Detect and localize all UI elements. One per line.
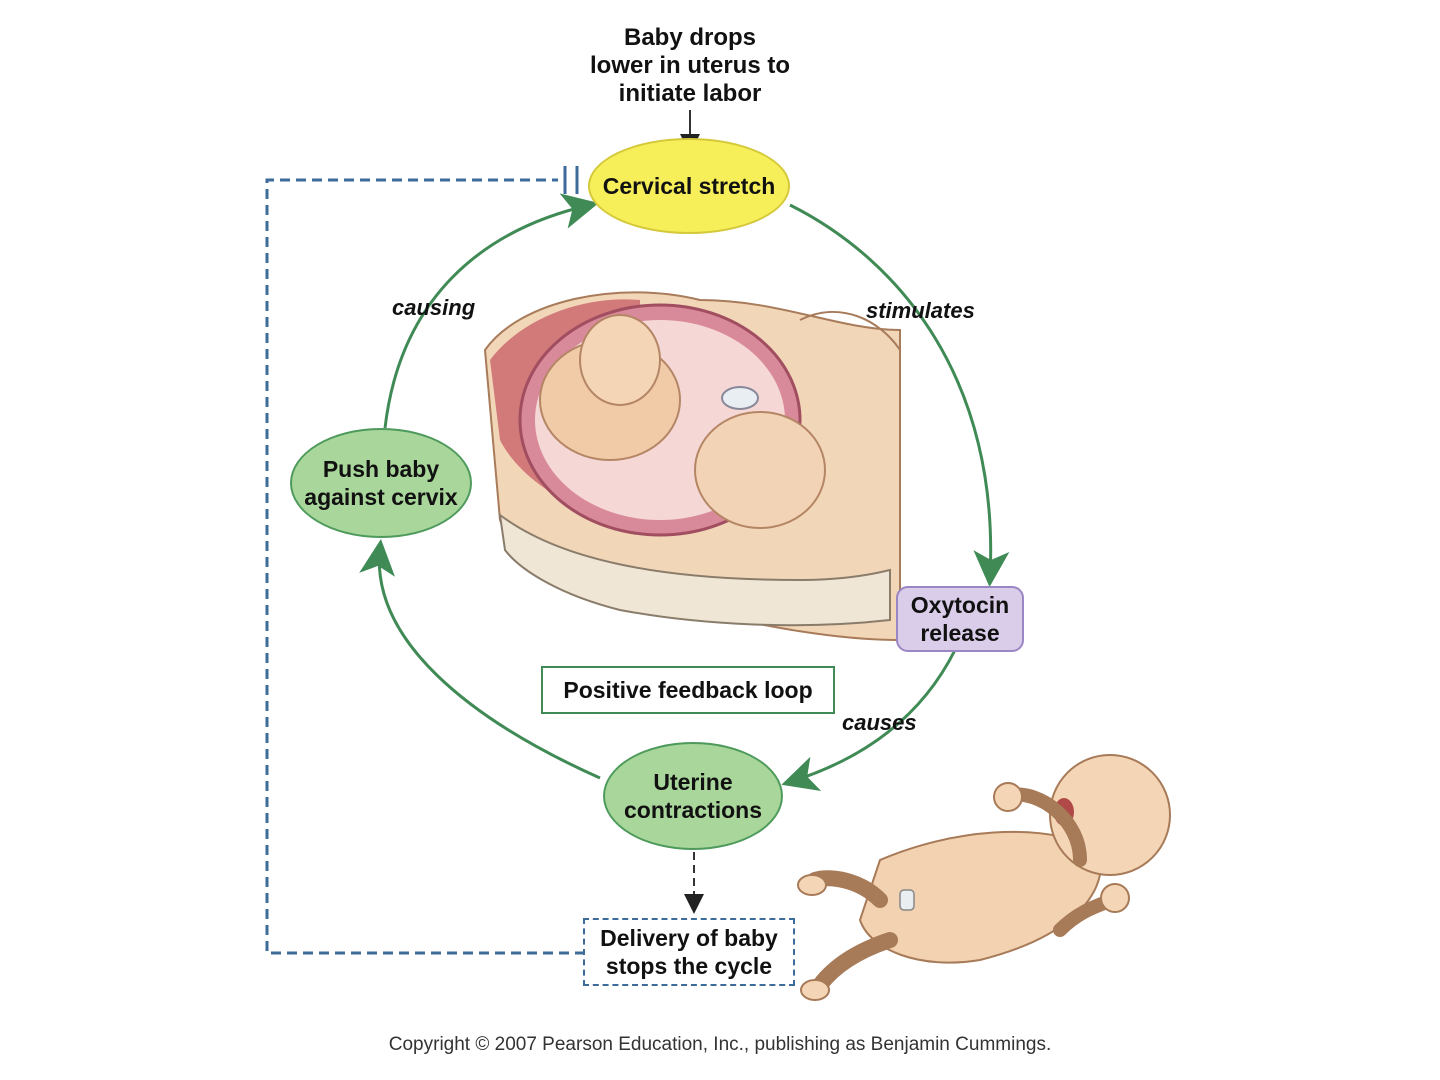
trigger-line-1: Baby drops xyxy=(623,24,757,51)
oxytocin-line-2: release xyxy=(920,620,1000,646)
loop-label-box: Positive feedback loop xyxy=(541,666,835,714)
delivery-line-1: Delivery of baby xyxy=(600,925,778,951)
arrow-causes xyxy=(781,649,957,792)
loop-label: Positive feedback loop xyxy=(563,677,813,703)
oxytocin-line-1: Oxytocin xyxy=(910,592,1010,618)
delivery-node: Delivery of baby stops the cycle xyxy=(583,918,795,986)
inhibition-path xyxy=(265,178,585,955)
trigger-line-3: initiate labor xyxy=(618,80,762,107)
push-baby-node: Push baby against cervix xyxy=(290,428,472,538)
delivery-line-2: stops the cycle xyxy=(605,953,773,979)
trigger-line-2: lower in uterus to xyxy=(589,52,790,79)
push-line-2: against cervix xyxy=(304,484,458,510)
uterus-illustration xyxy=(483,291,901,642)
label-causes: causes xyxy=(842,710,917,735)
arrow-causing-upper xyxy=(359,539,601,780)
push-line-1: Push baby xyxy=(322,456,440,482)
label-stimulates: stimulates xyxy=(866,298,975,323)
arrow-causing xyxy=(383,193,599,429)
trigger-text: Baby drops lower in uterus to initiate l… xyxy=(560,24,820,108)
uterine-line-2: contractions xyxy=(623,797,763,823)
uterine-line-1: Uterine xyxy=(653,769,733,795)
oxytocin-release-node: Oxytocin release xyxy=(896,586,1024,652)
label-causing: causing xyxy=(392,295,476,320)
newborn-illustration xyxy=(797,754,1171,1001)
copyright-text: Copyright © 2007 Pearson Education, Inc.… xyxy=(388,1034,1052,1055)
uterine-contractions-node: Uterine contractions xyxy=(603,742,783,850)
cervical-stretch-label: Cervical stretch xyxy=(602,173,776,199)
cervical-stretch-node: Cervical stretch xyxy=(588,138,790,234)
arrow-stimulates xyxy=(789,203,1010,587)
